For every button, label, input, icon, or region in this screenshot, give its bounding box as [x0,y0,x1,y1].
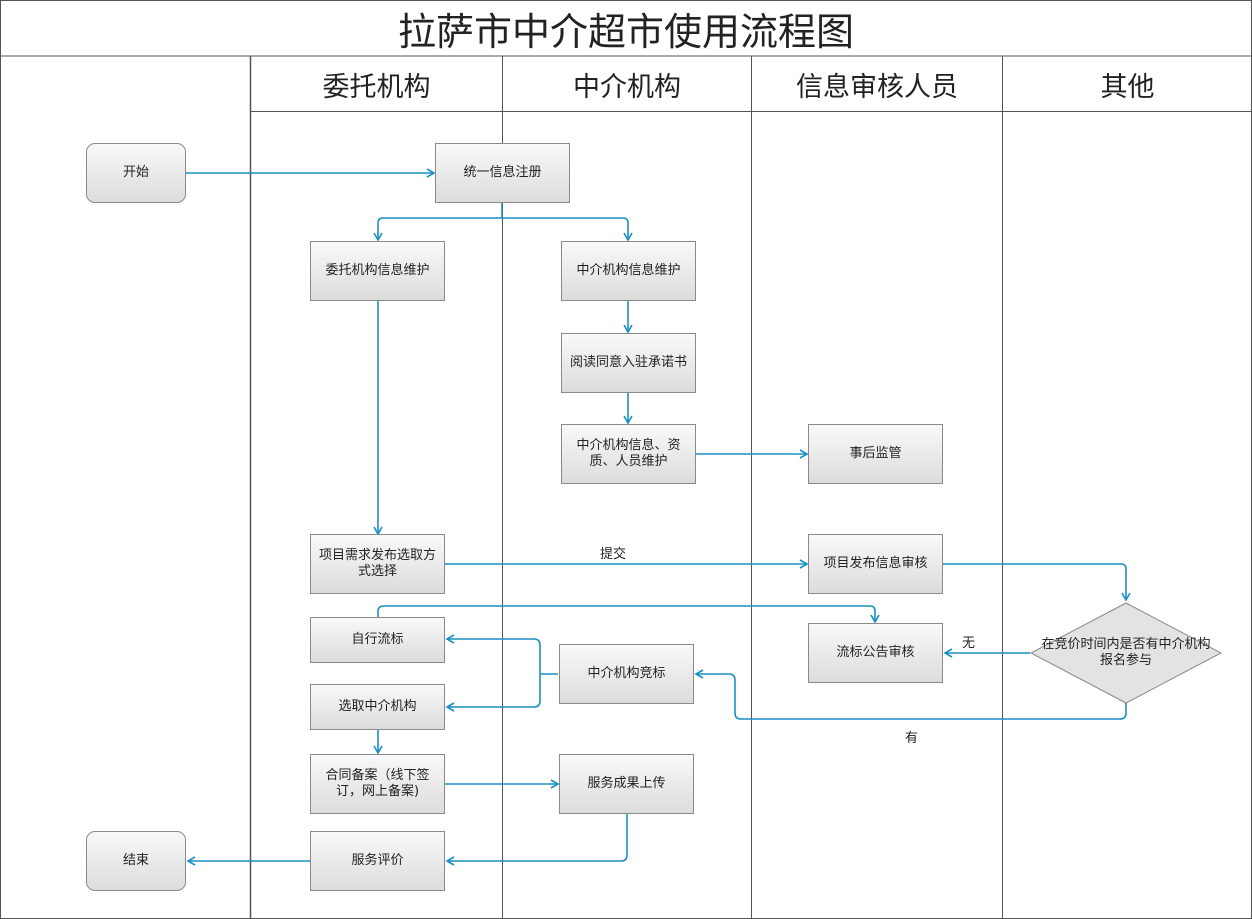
arrow-to-decision [943,563,1131,602]
supervision-node: 事后监管 [808,424,943,484]
evaluate-node: 服务评价 [310,831,445,891]
arrow-to-agency-info [502,217,633,242]
arrow-to-evaluate [445,814,628,866]
arrow-to-client-info [373,217,502,242]
end-node: 结束 [86,831,186,891]
agency-info-node: 中介机构信息维护 [561,241,696,301]
project-publish-node: 项目需求发布选取方式选择 [310,534,445,594]
upload-node: 服务成果上传 [559,754,694,814]
arrow-yes [694,669,1127,720]
self-fail-node: 自行流标 [310,617,445,663]
edge-label-submit: 提交 [600,547,627,562]
page-title: 拉萨市中介超市使用流程图 [397,9,854,54]
register-node: 统一信息注册 [435,143,570,203]
contract-node: 合同备案（线下签订，网上备案) [310,754,445,814]
agency-detail-node: 中介机构信息、资质、人员维护 [561,424,696,484]
connectors [186,168,1131,866]
failed-review-node: 流标公告审核 [808,623,943,683]
bidding-node: 中介机构竞标 [559,644,694,704]
lane-header-client: 委托机构 [322,71,431,103]
select-agency-node: 选取中介机构 [310,684,445,730]
lane-header-reviewer: 信息审核人员 [796,71,958,103]
decision-label: 在竞价时间内是否有中介机构报名参与 [1041,637,1211,668]
commitment-node: 阅读同意入驻承诺书 [561,333,696,393]
client-info-node: 委托机构信息维护 [310,241,445,301]
arrow-to-failed-review [377,605,880,624]
lane-header-other: 其他 [1100,71,1155,103]
arrow-to-select-agency [445,674,541,712]
arrow-to-self-fail [445,634,541,674]
publish-review-node: 项目发布信息审核 [808,534,943,594]
edge-label-yes: 有 [905,731,919,746]
start-node: 开始 [86,143,186,203]
lane-header-agency: 中介机构 [573,71,681,103]
edge-label-no: 无 [962,636,976,651]
